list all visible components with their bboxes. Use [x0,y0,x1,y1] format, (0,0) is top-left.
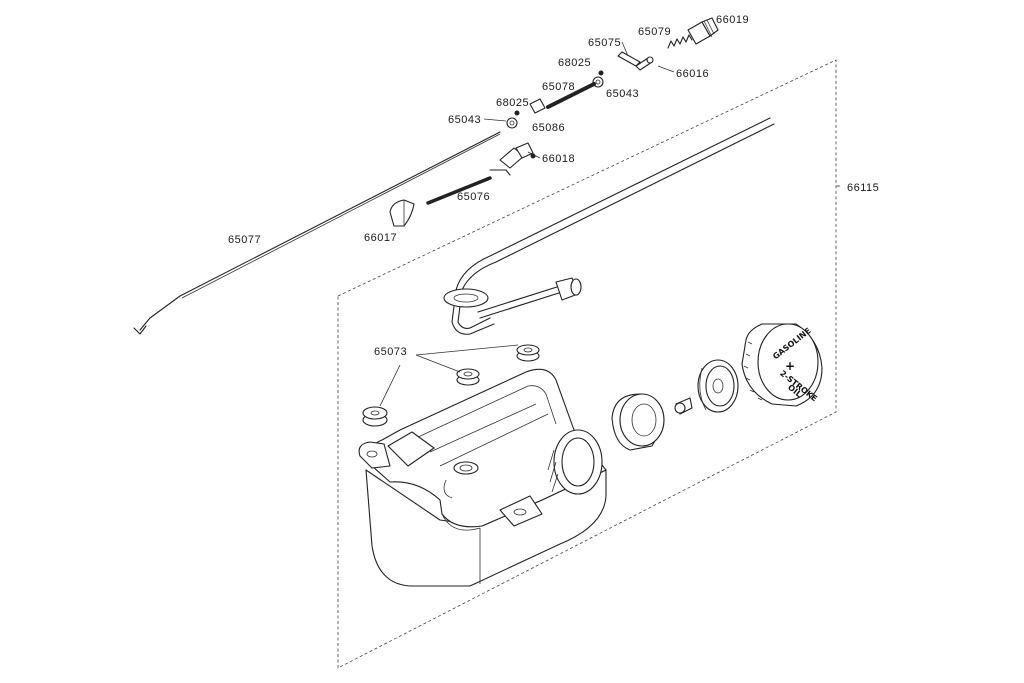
label-65073: 65073 [374,346,407,358]
leader-lines [379,41,840,407]
grommet-2 [456,368,480,386]
sleeve-65086 [529,98,546,114]
label-65078: 65078 [542,81,575,93]
dot-68025-b [514,110,520,116]
grommet-3 [362,406,388,427]
label-65043-b: 65043 [448,114,481,126]
rod-65078 [546,82,596,109]
label-65077: 65077 [228,234,261,246]
nut-65043-b [506,117,518,129]
label-66115: 66115 [847,182,879,194]
label-66019: 66019 [716,14,749,26]
label-65086: 65086 [532,122,565,134]
dot-68025-a [598,70,604,76]
fuel-tank [358,368,607,587]
fitting-66019 [687,17,719,45]
wire-65077 [133,131,501,335]
label-65076: 65076 [457,191,490,203]
label-68025-a: 68025 [558,57,591,69]
assembly-boundary [337,59,837,669]
cap-text-line2: + [785,359,795,373]
fuel-lines [443,117,775,335]
vent-screw [674,397,693,415]
label-65079: 65079 [638,26,671,38]
label-65075: 65075 [588,37,621,49]
spring-65079 [667,34,693,49]
elbow-66018 [499,142,541,169]
label-66018: 66018 [542,153,575,165]
label-66016: 66016 [676,68,709,80]
hook-65076 [489,169,511,176]
cap-washer [697,359,739,413]
label-65043-a: 65043 [606,88,639,100]
label-68025-b: 68025 [496,97,529,109]
rod-65076 [426,176,492,205]
clip-66017 [389,199,415,227]
fuel-cap: GASOLINE + 2-STROKE OIL [741,323,823,407]
label-66017: 66017 [364,232,397,244]
filler-adapter [611,393,665,451]
grommet-1 [516,344,540,362]
elbow-65075 [617,51,654,71]
